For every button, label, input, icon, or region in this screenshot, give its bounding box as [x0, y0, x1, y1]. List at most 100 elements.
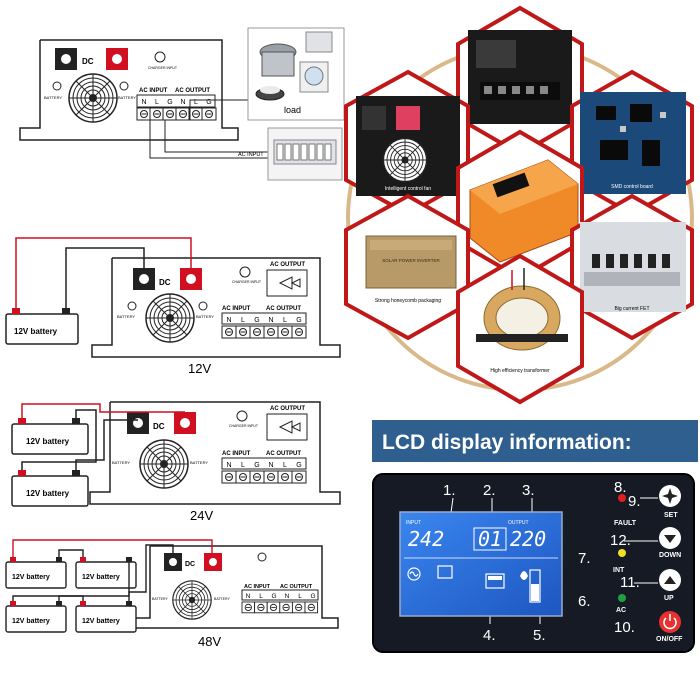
wiring-48v-label: 48V: [198, 634, 221, 649]
ac-input-label: AC INPUT: [139, 88, 168, 94]
svg-text:AC INPUT: AC INPUT: [222, 306, 251, 312]
svg-text:BATTERY: BATTERY: [152, 597, 168, 601]
svg-text:G: G: [271, 593, 276, 600]
fan-icon: [172, 580, 212, 620]
ac-label: AC: [616, 607, 626, 614]
fault-label: FAULT: [614, 520, 637, 527]
svg-text:N: N: [268, 462, 273, 469]
inverter-icon: [437, 565, 453, 579]
battery-icon: [485, 573, 505, 589]
wiring-12v-label: 12V: [188, 361, 211, 376]
feature-label: SMD control board: [611, 184, 653, 190]
svg-text:ON/OFF: ON/OFF: [656, 636, 683, 643]
svg-text:G: G: [296, 462, 301, 469]
callout-7: 7.: [578, 550, 591, 567]
callout-4: 4.: [483, 627, 496, 644]
svg-text:G: G: [254, 462, 259, 469]
ac-wave-icon: [407, 567, 421, 581]
svg-text:12V battery: 12V battery: [82, 574, 120, 581]
ac-output-label: AC OUTPUT: [175, 88, 210, 94]
fan-icon: [139, 439, 189, 489]
arrow-up-icon: [664, 576, 676, 584]
svg-text:N: N: [285, 593, 290, 600]
power-icon: [663, 617, 677, 630]
fault-led: [618, 494, 626, 502]
svg-text:BATTERY: BATTERY: [112, 460, 130, 465]
svg-text:AC OUTPUT: AC OUTPUT: [270, 406, 305, 412]
callout-9: 9.: [628, 493, 641, 510]
svg-text:N: N: [246, 593, 251, 600]
svg-text:BATTERY: BATTERY: [214, 597, 230, 601]
terminal-label: N: [180, 99, 185, 106]
callout-5: 5.: [533, 627, 546, 644]
callout-10: 10.: [614, 619, 635, 636]
dc-label: DC: [159, 278, 171, 287]
callout-11: 11.: [620, 574, 640, 591]
svg-text:12V battery: 12V battery: [12, 618, 50, 625]
charger-label: CHARGER INPUT: [148, 66, 178, 70]
battery: [5, 561, 67, 589]
callout-3: 3.: [522, 482, 535, 499]
up-button[interactable]: UP: [659, 569, 681, 602]
lcd-reading-mode: 01: [478, 527, 502, 551]
svg-text:UP: UP: [664, 595, 674, 602]
battery-label: 12V battery: [14, 327, 58, 336]
svg-text:L: L: [283, 462, 287, 469]
svg-text:AC OUTPUT: AC OUTPUT: [266, 306, 301, 312]
lcd-info-section: LCD display information: 1. 2. 3. 4. 5. …: [372, 420, 698, 653]
charger-socket-icon: [239, 266, 251, 278]
svg-text:BATTERY: BATTERY: [117, 314, 135, 319]
battery: [11, 475, 89, 507]
svg-text:DC: DC: [153, 422, 165, 431]
battery-neg-label: BATTERY: [44, 95, 62, 100]
onoff-button[interactable]: ON/OFF: [656, 611, 683, 643]
terminal-label: G: [206, 99, 211, 106]
lcd-reading-output: 220: [510, 527, 546, 551]
svg-text:L: L: [283, 317, 287, 324]
terminal-label: L: [155, 99, 159, 106]
svg-text:SET: SET: [664, 512, 678, 519]
svg-text:L: L: [259, 593, 263, 600]
svg-text:12V battery: 12V battery: [26, 489, 70, 498]
svg-text:L: L: [298, 593, 302, 600]
svg-text:DOWN: DOWN: [659, 552, 681, 559]
battery: [75, 605, 137, 633]
lcd-reading-input: 242: [408, 527, 444, 551]
svg-text:G: G: [296, 317, 301, 324]
battery-pos-label: BATTERY: [118, 95, 136, 100]
feature-label: Big current FET: [614, 306, 649, 312]
set-button[interactable]: SET: [659, 485, 681, 519]
callout-8: 8.: [614, 479, 627, 496]
fan-icon: [68, 73, 118, 123]
callout-2: 2.: [483, 482, 496, 499]
svg-text:N: N: [226, 462, 231, 469]
load-label: load: [284, 105, 301, 115]
down-button[interactable]: DOWN: [659, 527, 681, 559]
ac-output-label: AC OUTPUT: [270, 262, 305, 268]
charger-socket-icon: [154, 51, 166, 63]
bulb-icon: [520, 571, 528, 580]
callout-12: 12.: [610, 532, 631, 549]
svg-text:AC OUTPUT: AC OUTPUT: [280, 584, 313, 590]
battery: [75, 561, 137, 589]
ac-led: [618, 594, 626, 602]
terminal-label: G: [167, 99, 172, 106]
svg-text:BATTERY: BATTERY: [190, 460, 208, 465]
battery: [5, 605, 67, 633]
feature-label: High efficiency transformer: [490, 368, 550, 374]
gear-icon: [662, 488, 678, 504]
arrow-down-icon: [664, 535, 676, 543]
int-label: INT: [613, 567, 625, 574]
terminal-label: N: [141, 99, 146, 106]
lcd-title-banner: [372, 420, 698, 462]
int-led: [618, 549, 626, 557]
wiring-24v-diagram: DC BATTERY BATTERY CHARGER INPUT AC OUTP…: [11, 401, 341, 523]
lcd-title: LCD display information:: [382, 431, 632, 454]
box-text: SOLAR POWER INVERTER: [382, 258, 440, 263]
svg-text:12V battery: 12V battery: [82, 618, 120, 625]
svg-text:L: L: [241, 317, 245, 324]
wiring-12v-diagram: DC BATTERY BATTERY CHARGER INPUT AC OUTP…: [5, 237, 341, 376]
svg-text:N: N: [226, 317, 231, 324]
svg-text:CHARGER INPUT: CHARGER INPUT: [232, 280, 262, 284]
